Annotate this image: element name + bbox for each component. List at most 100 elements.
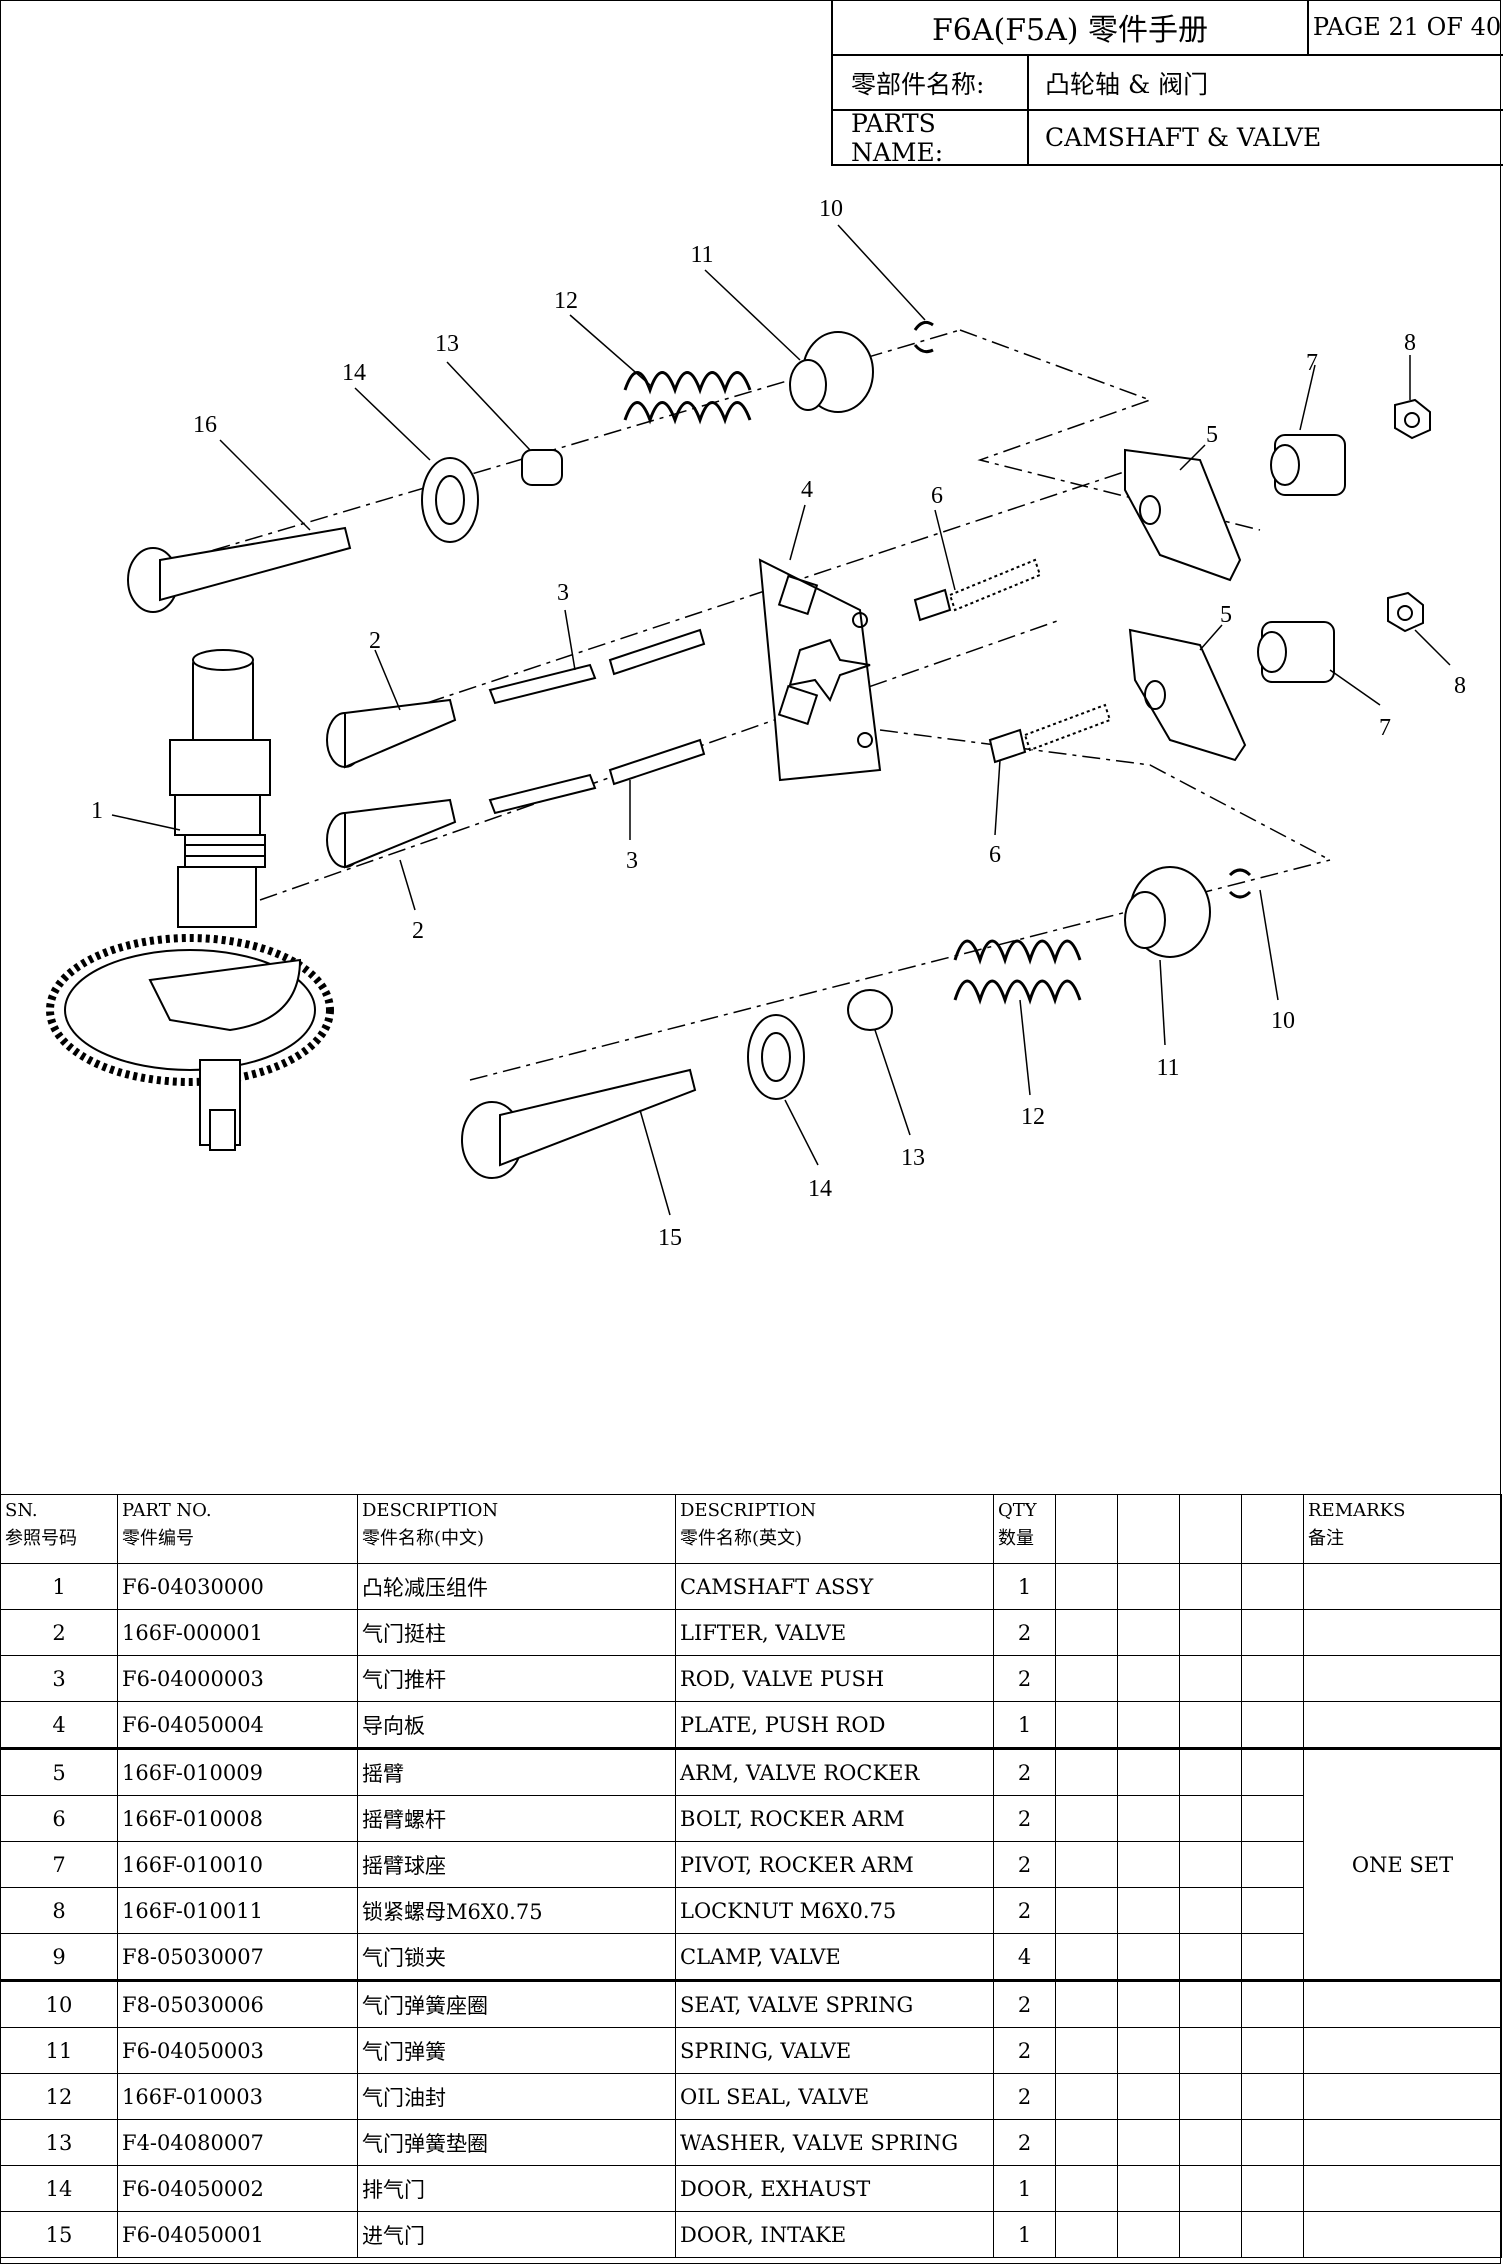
cell-qty: 1 <box>993 2211 1056 2258</box>
parts-name-cn-row: 零部件名称: 凸轮轴 & 阀门 <box>833 56 1503 111</box>
cell-desc-en: CAMSHAFT ASSY <box>675 1563 994 1610</box>
callout-11b: 11 <box>1156 1055 1179 1081</box>
cell-desc-en: CLAMP, VALVE <box>675 1933 994 1981</box>
callout-6a: 6 <box>931 483 943 509</box>
cell-blank <box>1179 1563 1242 1610</box>
cell-remarks <box>1303 2119 1502 2166</box>
title-row: F6A(F5A) 零件手册 PAGE 21 OF 40 <box>833 0 1503 56</box>
cell-blank <box>1055 1747 1118 1796</box>
cell-desc-cn: 排气门 <box>357 2165 676 2212</box>
callout-15: 15 <box>658 1225 682 1251</box>
cell-qty: 1 <box>993 1563 1056 1610</box>
cell-blank <box>1241 2073 1304 2120</box>
cell-blank <box>1241 2211 1304 2258</box>
cell-blank <box>1179 2165 1242 2212</box>
callout-8a: 8 <box>1404 330 1416 356</box>
cell-blank <box>1055 1795 1118 1842</box>
cell-remarks <box>1303 1979 1502 2028</box>
cell-blank <box>1241 1701 1304 1749</box>
callout-10b: 10 <box>1271 1008 1295 1034</box>
cell-blank <box>1055 1609 1118 1656</box>
cell-desc-en: LOCKNUT M6X0.75 <box>675 1887 994 1934</box>
col-header-blank <box>1055 1494 1118 1564</box>
cell-blank <box>1117 1609 1180 1656</box>
cell-blank <box>1241 1795 1304 1842</box>
cell-desc-cn: 气门锁夹 <box>357 1933 676 1981</box>
cell-blank <box>1179 2119 1242 2166</box>
callout-4: 4 <box>801 477 813 503</box>
cell-blank <box>1055 1887 1118 1934</box>
cell-desc-cn: 气门弹簧垫圈 <box>357 2119 676 2166</box>
cell-blank <box>1179 1609 1242 1656</box>
cell-part-no: 166F-010003 <box>117 2073 358 2120</box>
cell-part-no: F8-05030007 <box>117 1933 358 1981</box>
parts-name-cn-value: 凸轮轴 & 阀门 <box>1027 56 1503 109</box>
cell-blank <box>1117 1747 1180 1796</box>
cell-part-no: F6-04050004 <box>117 1701 358 1749</box>
cell-blank <box>1117 1795 1180 1842</box>
cell-blank <box>1055 1701 1118 1749</box>
cell-blank <box>1117 1979 1180 2028</box>
cell-qty: 2 <box>993 2073 1056 2120</box>
callout-7b: 7 <box>1379 715 1391 741</box>
cell-blank <box>1241 1841 1304 1888</box>
cell-desc-en: PLATE, PUSH ROD <box>675 1701 994 1749</box>
cell-blank <box>1179 1841 1242 1888</box>
col-header-blank <box>1241 1494 1304 1564</box>
cell-desc-en: WASHER, VALVE SPRING <box>675 2119 994 2166</box>
manual-title: F6A(F5A) 零件手册 <box>931 13 1209 48</box>
cell-blank <box>1055 1841 1118 1888</box>
cell-blank <box>1179 1795 1242 1842</box>
callout-12b: 12 <box>1021 1104 1045 1130</box>
parts-name-en-value: CAMSHAFT & VALVE <box>1027 111 1503 164</box>
cell-remarks: ONE SET <box>1303 1747 1502 1981</box>
cell-sn: 1 <box>0 1563 118 1610</box>
cell-sn: 9 <box>0 1933 118 1981</box>
cell-blank <box>1241 1887 1304 1934</box>
callout-3a: 3 <box>557 580 569 606</box>
callout-14b: 14 <box>808 1176 832 1202</box>
cell-desc-cn: 摇臂球座 <box>357 1841 676 1888</box>
cell-blank <box>1179 1747 1242 1796</box>
callout-6b: 6 <box>989 842 1001 868</box>
cell-qty: 2 <box>993 1747 1056 1796</box>
col-header-sn: SN.参照号码 <box>0 1494 118 1564</box>
lock-nuts <box>1387 398 1431 633</box>
cell-blank <box>1117 1933 1180 1981</box>
page-indicator: PAGE 21 OF 40 <box>1307 0 1503 54</box>
cell-remarks <box>1303 1563 1502 1610</box>
callout-13b: 13 <box>901 1145 925 1171</box>
rocker-arm-bolts <box>913 558 1112 764</box>
cell-blank <box>1055 1933 1118 1981</box>
cell-desc-en: OIL SEAL, VALVE <box>675 2073 994 2120</box>
cell-blank <box>1055 2119 1118 2166</box>
cell-qty: 2 <box>993 1887 1056 1934</box>
cell-blank <box>1117 1563 1180 1610</box>
callout-16: 16 <box>193 412 217 438</box>
cell-part-no: F6-04050002 <box>117 2165 358 2212</box>
callout-8b: 8 <box>1454 673 1466 699</box>
cell-qty: 2 <box>993 1609 1056 1656</box>
cell-blank <box>1055 2027 1118 2074</box>
callout-2b: 2 <box>412 918 424 944</box>
cell-remarks <box>1303 2211 1502 2258</box>
title-block: F6A(F5A) 零件手册 PAGE 21 OF 40 零部件名称: 凸轮轴 &… <box>831 0 1503 167</box>
cell-desc-en: LIFTER, VALVE <box>675 1609 994 1656</box>
cell-desc-cn: 锁紧螺母M6X0.75 <box>357 1887 676 1934</box>
cell-sn: 8 <box>0 1887 118 1934</box>
cell-part-no: F6-04050003 <box>117 2027 358 2074</box>
cell-blank <box>1179 2027 1242 2074</box>
cell-blank <box>1117 1655 1180 1702</box>
cell-qty: 2 <box>993 1841 1056 1888</box>
callout-1: 1 <box>91 798 103 824</box>
